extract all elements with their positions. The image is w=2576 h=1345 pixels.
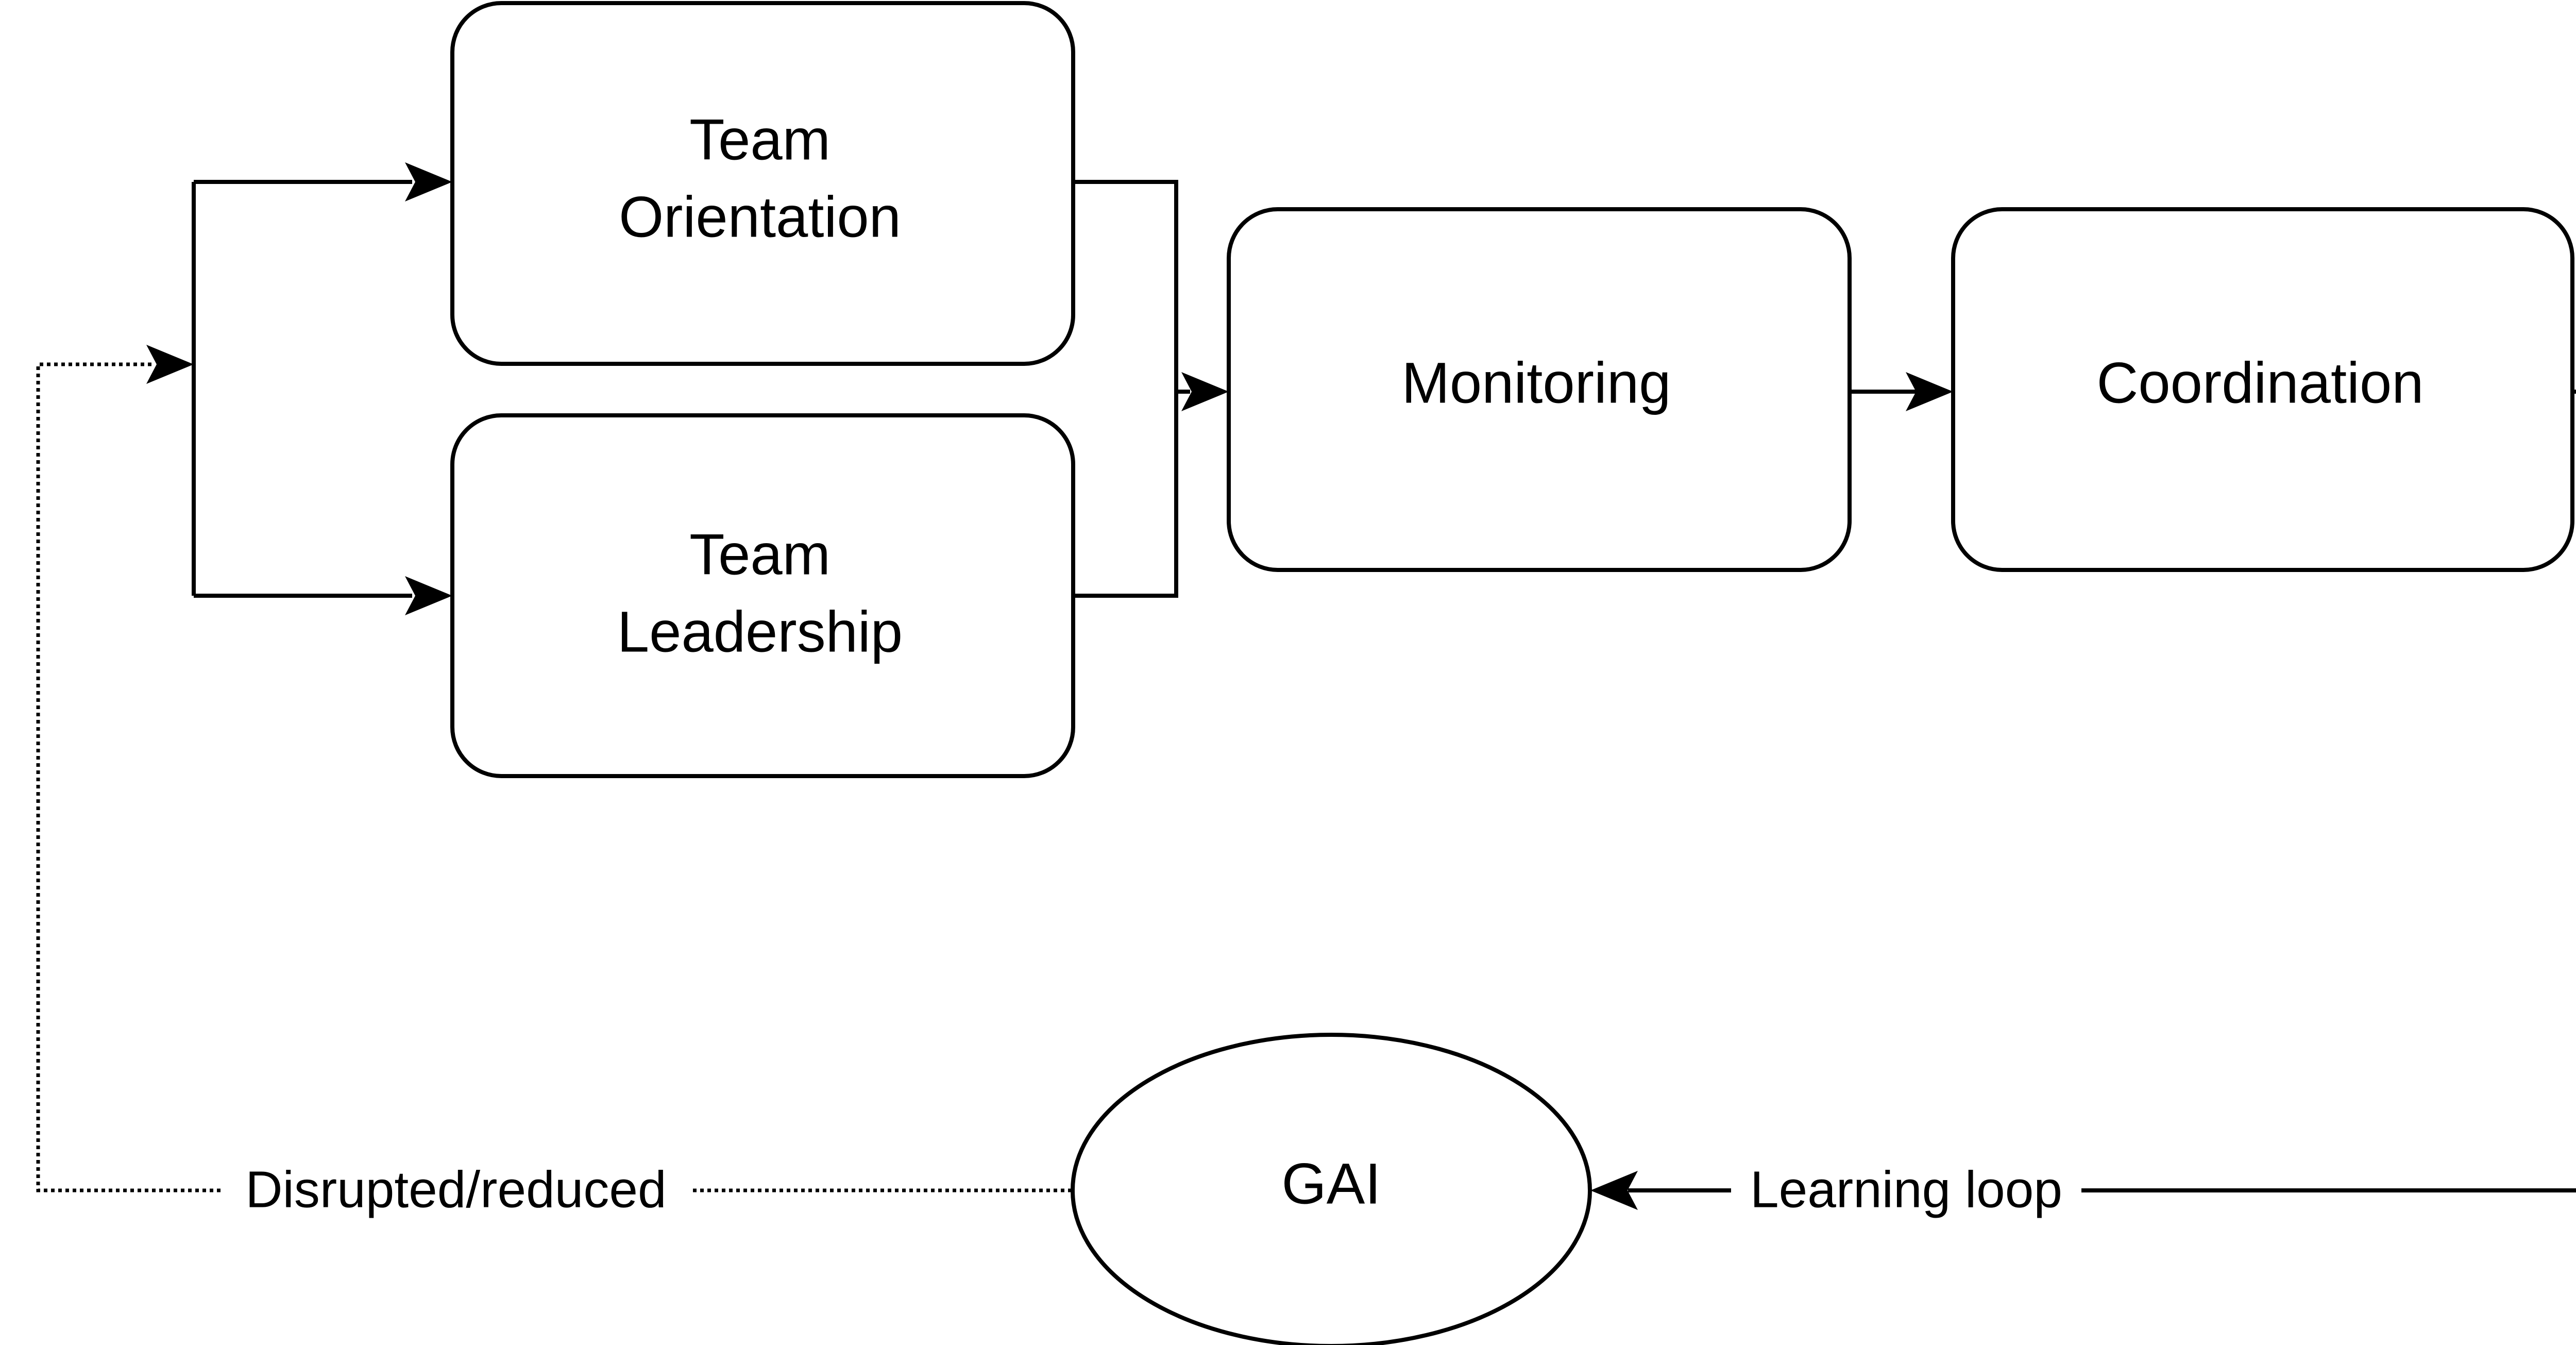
arrowhead-team-leadership — [405, 576, 452, 615]
team-orientation-label-line2: Orientation — [619, 185, 901, 249]
arrowhead-team-orientation — [405, 162, 452, 201]
learning-loop-label: Learning loop — [1750, 1161, 2062, 1218]
learning-loop-label-bg — [1731, 1159, 2081, 1224]
coordination-label: Coordination — [2096, 351, 2424, 415]
disrupted-label: Disrupted/reduced — [245, 1161, 666, 1218]
monitoring-label: Monitoring — [1402, 351, 1671, 415]
arrowhead-disrupted — [146, 345, 194, 384]
gai-label: GAI — [1282, 1152, 1381, 1216]
team-leadership-label-line2: Leadership — [617, 600, 903, 664]
node-monitoring: Monitoring — [1227, 207, 1852, 572]
node-team-orientation: Team Orientation — [450, 1, 1075, 366]
arrowhead-gai — [1590, 1171, 1638, 1210]
node-coordination: Coordination — [1951, 207, 2574, 572]
edge-merge-into-monitoring — [1073, 180, 1178, 598]
node-gai: GAI — [1071, 1033, 1592, 1345]
edge-learning-loop — [1628, 390, 2576, 1192]
node-team-leadership: Team Leadership — [450, 413, 1075, 778]
team-orientation-label-line1: Team — [689, 108, 831, 172]
arrowhead-monitoring — [1181, 372, 1229, 411]
team-leadership-label-line1: Team — [689, 523, 831, 587]
arrowhead-coordination — [1906, 372, 1953, 411]
disrupted-label-bg — [222, 1159, 690, 1224]
